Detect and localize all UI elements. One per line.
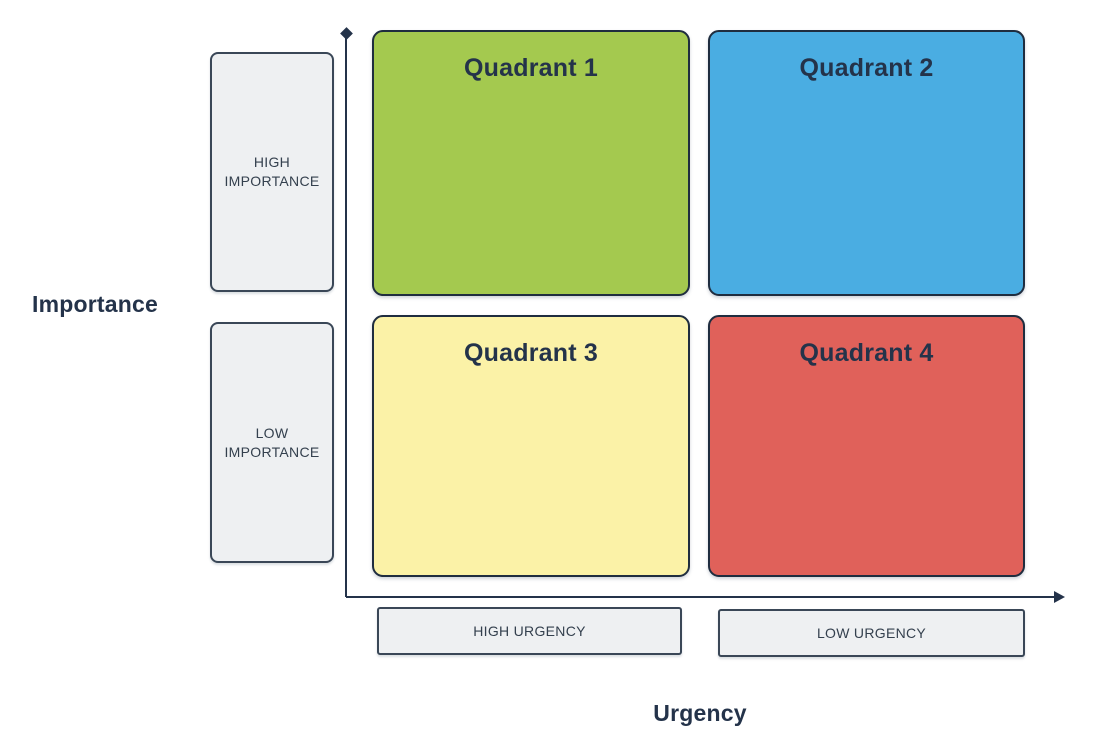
x-tick-low-urgency: LOW URGENCY	[718, 609, 1025, 657]
quadrant-4-label: Quadrant 4	[799, 339, 934, 367]
x-axis-line	[346, 596, 1058, 598]
x-tick-low-urgency-label: LOW URGENCY	[816, 624, 927, 641]
y-tick-high-importance: HIGH IMPORTANCE	[210, 52, 334, 292]
quadrant-4: Quadrant 4	[708, 315, 1025, 577]
quadrant-2: Quadrant 2	[708, 30, 1025, 296]
x-tick-high-urgency: HIGH URGENCY	[377, 607, 682, 655]
quadrant-3-label: Quadrant 3	[464, 339, 598, 367]
y-axis-line	[345, 36, 347, 597]
y-tick-low-importance: LOW IMPORTANCE	[210, 322, 334, 563]
quadrant-1-label: Quadrant 1	[464, 54, 598, 82]
x-axis-arrowhead-icon	[1054, 591, 1065, 603]
quadrant-3: Quadrant 3	[372, 315, 690, 577]
quadrant-1: Quadrant 1	[372, 30, 690, 296]
y-axis-title: Importance	[32, 291, 158, 317]
y-axis-arrowhead-icon	[340, 27, 353, 40]
y-tick-high-importance-label: HIGH IMPORTANCE	[224, 154, 320, 189]
quadrant-2-label: Quadrant 2	[799, 54, 934, 82]
y-tick-low-importance-label: LOW IMPORTANCE	[224, 424, 320, 460]
x-axis-title: Urgency	[653, 700, 747, 726]
x-tick-high-urgency-label: HIGH URGENCY	[473, 622, 586, 639]
